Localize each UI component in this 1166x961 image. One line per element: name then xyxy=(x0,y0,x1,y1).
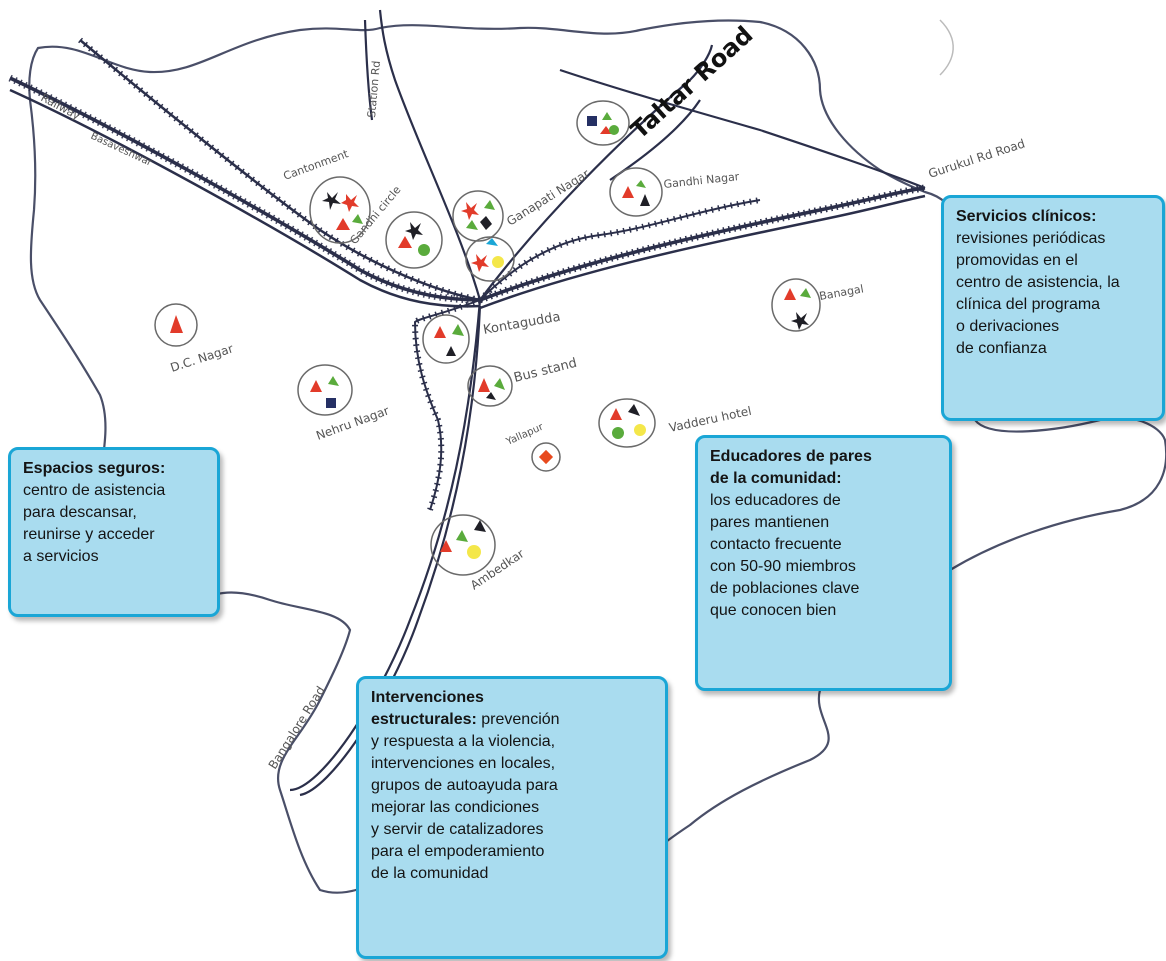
hotspot-circle xyxy=(465,236,515,282)
callout-heading-line1: Intervenciones xyxy=(371,689,484,706)
callout-heading-line2: estructurales: xyxy=(371,711,477,728)
hotspot-circle xyxy=(609,167,663,217)
callout-body: y respuesta a la violencia, intervencion… xyxy=(371,733,558,882)
label-banagal: Banagal xyxy=(818,282,864,303)
hotspot-markers xyxy=(170,112,811,559)
label-gurudev-road: Gurukul Rd Road xyxy=(927,136,1027,180)
callout-body: revisiones periódicas promovidas en el c… xyxy=(956,230,1120,357)
hotspot-circle xyxy=(531,442,561,472)
hotspot-circle xyxy=(309,176,371,244)
hotspot-circle xyxy=(467,365,513,407)
hotspot-circle xyxy=(430,514,496,576)
callout-heading: Servicios clínicos: xyxy=(956,208,1097,225)
label-bangalore-road: Bangalore Road xyxy=(266,684,328,772)
callout-body-line2: prevención xyxy=(476,711,560,728)
callout-heading: Educadores de pares de la comunidad: xyxy=(710,448,872,487)
hotspot-circle xyxy=(154,303,198,347)
roads xyxy=(289,9,926,797)
callout-servicios-clinicos: Servicios clínicos: revisiones periódica… xyxy=(941,195,1165,421)
callout-intervenciones-estructurales: Intervenciones estructurales: prevención… xyxy=(356,676,668,959)
label-kontagudda: Kontagudda xyxy=(482,310,562,338)
callout-body: centro de asistencia para descansar, reu… xyxy=(23,482,166,565)
label-gandhi-nagar: Gandhi Nagar xyxy=(663,170,740,191)
hotspot-circle xyxy=(576,100,630,146)
callout-body: los educadores de pares mantienen contac… xyxy=(710,492,860,619)
label-bus-stand: Bus stand xyxy=(512,356,578,386)
label-vadderu-hotel: Vadderu hotel xyxy=(668,404,753,435)
callout-heading: Espacios seguros: xyxy=(23,460,166,477)
label-taltar-road: Taltar Road xyxy=(625,21,758,145)
hotspot-circle xyxy=(297,364,353,416)
hotspot-clusters xyxy=(154,100,821,576)
hotspot-circle xyxy=(385,211,443,269)
hotspot-circle xyxy=(771,278,821,332)
callout-heading-line2-row: estructurales: prevención xyxy=(371,709,655,731)
hotspot-circle xyxy=(422,314,470,364)
label-basaveshwar: Basaveshwar xyxy=(89,131,155,169)
hotspot-circle xyxy=(598,398,656,448)
label-nehru-nagar: Nehru Nagar xyxy=(314,403,391,442)
faint-stroke xyxy=(939,19,954,76)
callout-espacios-seguros: Espacios seguros: centro de asistencia p… xyxy=(8,447,220,617)
railway-lines xyxy=(8,37,926,511)
hotspot-circle xyxy=(452,190,504,242)
callout-educadores-de-pares: Educadores de pares de la comunidad: los… xyxy=(695,435,952,691)
label-station-road: Station Rd xyxy=(365,60,383,118)
